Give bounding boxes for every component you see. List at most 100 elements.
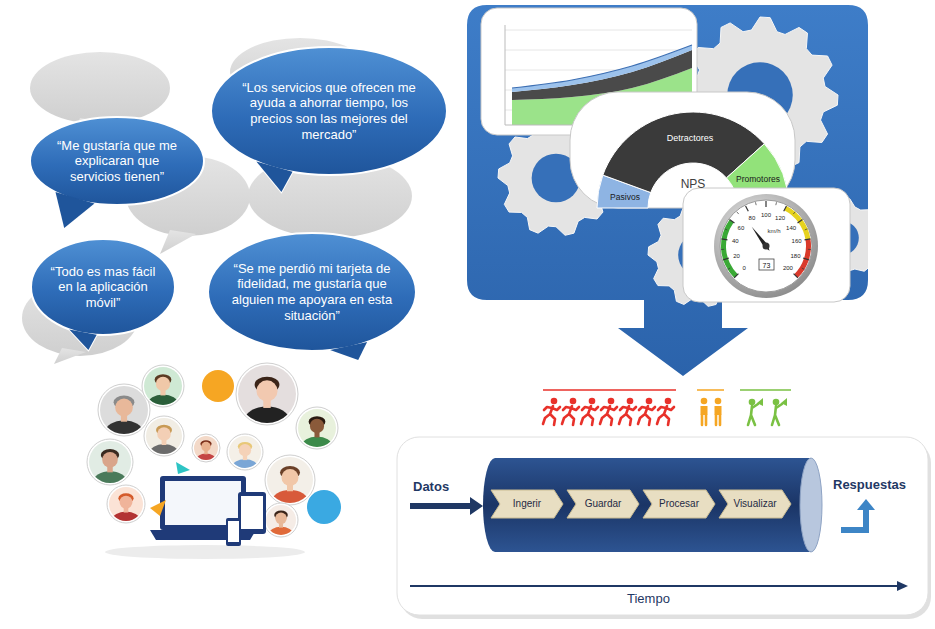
gauge-number: 0	[742, 265, 745, 271]
devices	[150, 462, 266, 546]
label-slot: 120	[775, 215, 785, 221]
devices	[150, 500, 166, 516]
segment-label: Detractores	[667, 134, 714, 143]
people-icons	[702, 415, 706, 425]
customer-photos	[282, 469, 299, 486]
text-slot: Datos	[413, 479, 449, 495]
customer-photos	[142, 365, 184, 413]
speed-gauge	[765, 201, 766, 207]
label-slot: 40	[732, 238, 739, 244]
people-icons	[697, 389, 724, 391]
people-icons	[589, 398, 596, 405]
people-icons	[543, 389, 676, 391]
speed-gauge	[714, 194, 818, 298]
people-icons	[638, 398, 655, 425]
label-slot: 60	[738, 225, 745, 231]
gauge-number: 180	[790, 253, 800, 259]
speed-gauge	[728, 268, 731, 270]
speed-gauge	[737, 212, 739, 214]
text-slot: “Los servicios que ofrecen me ayuda a ah…	[236, 80, 422, 142]
speed-gauge	[759, 259, 774, 270]
customer-photos	[239, 444, 251, 456]
people-icons	[619, 398, 636, 425]
people-icons	[665, 398, 672, 405]
customer-photos	[227, 434, 263, 475]
people-icons	[646, 398, 653, 405]
speed-gauge	[784, 206, 787, 211]
customer-photos	[87, 439, 133, 492]
quote-text: “Todo es mas fácil en la aplicación móvi…	[46, 264, 160, 311]
speed-gauge	[805, 229, 808, 230]
people-icons	[757, 398, 763, 406]
pipeline-panel-outline	[410, 497, 483, 515]
shadow-bubbles	[160, 230, 196, 254]
people-icons	[772, 404, 782, 425]
people-icons	[562, 398, 579, 425]
customer-photos	[256, 380, 277, 401]
customer-photos	[102, 452, 118, 468]
speed-gauge	[752, 227, 770, 251]
text-slot: Ingerir	[513, 498, 541, 510]
gauge-number: 40	[732, 238, 739, 244]
quote-text: “Se me perdió mi tarjeta de fidelidad, m…	[230, 261, 394, 323]
devices	[226, 518, 241, 546]
customer-photos	[232, 459, 258, 475]
customer-photos	[236, 363, 298, 434]
label-slot: 180	[790, 253, 800, 259]
speed-gauge	[721, 249, 724, 250]
customer-photos	[302, 436, 332, 455]
devices	[228, 521, 239, 542]
speech-bubble-outline	[208, 233, 416, 351]
segment-label: Pasivos	[610, 193, 640, 202]
label-slot: 0	[742, 265, 745, 271]
people-icons	[748, 398, 763, 425]
speed-gauge	[723, 258, 729, 260]
pipeline-panel: DatosRespuestasTiempoIngerirGuardarProce…	[397, 437, 928, 615]
people-icons	[748, 404, 758, 425]
speed-gauge	[805, 238, 811, 240]
label-slot: NPS	[681, 178, 706, 190]
customer-photos	[115, 399, 133, 417]
customer-photos	[112, 512, 139, 529]
label-slot: 200	[783, 265, 793, 271]
pipeline-label: Tiempo	[627, 591, 670, 607]
pipeline-panel-outline	[483, 458, 811, 552]
pipeline-panel-outline	[800, 458, 822, 552]
stage-chevron-outline	[719, 490, 791, 518]
stage-chevron-outline	[643, 490, 715, 518]
ground-shadow	[105, 545, 305, 559]
area-chart	[512, 45, 692, 92]
people-icons	[773, 399, 780, 406]
speed-gauge	[793, 212, 795, 214]
people-icons	[581, 398, 598, 425]
speech-bubble-outline	[330, 342, 367, 360]
pipeline-panel-outline	[410, 585, 897, 587]
stage-label: Visualizar	[733, 498, 776, 510]
people-icons	[772, 398, 787, 425]
customer-photos	[307, 490, 341, 524]
speed-gauge	[720, 200, 812, 292]
text-slot: Respuestas	[833, 477, 906, 493]
shadow-bubbles	[54, 348, 86, 364]
shadow-bubbles	[30, 52, 170, 124]
text-slot: Visualizar	[733, 498, 776, 510]
speed-gauge	[714, 194, 818, 298]
customer-photos	[87, 363, 341, 542]
people-icons	[619, 406, 636, 425]
label-slot: 140	[786, 225, 796, 231]
gauge-value: 73	[763, 261, 771, 268]
speed-gauge	[721, 220, 738, 278]
pipeline-panel-outline	[841, 509, 866, 530]
speed-gauge	[746, 206, 749, 211]
label-slot: Promotores	[736, 175, 780, 184]
gauge-number: 140	[786, 225, 796, 231]
speech-bubble-outline	[256, 161, 292, 192]
customer-photos	[202, 370, 234, 402]
area-chart	[512, 45, 692, 88]
gauge-number: 20	[733, 253, 740, 259]
area-chart	[505, 25, 506, 125]
people-icons	[781, 398, 787, 406]
unit-label: km/h	[767, 228, 780, 234]
customer-photos	[196, 454, 216, 467]
